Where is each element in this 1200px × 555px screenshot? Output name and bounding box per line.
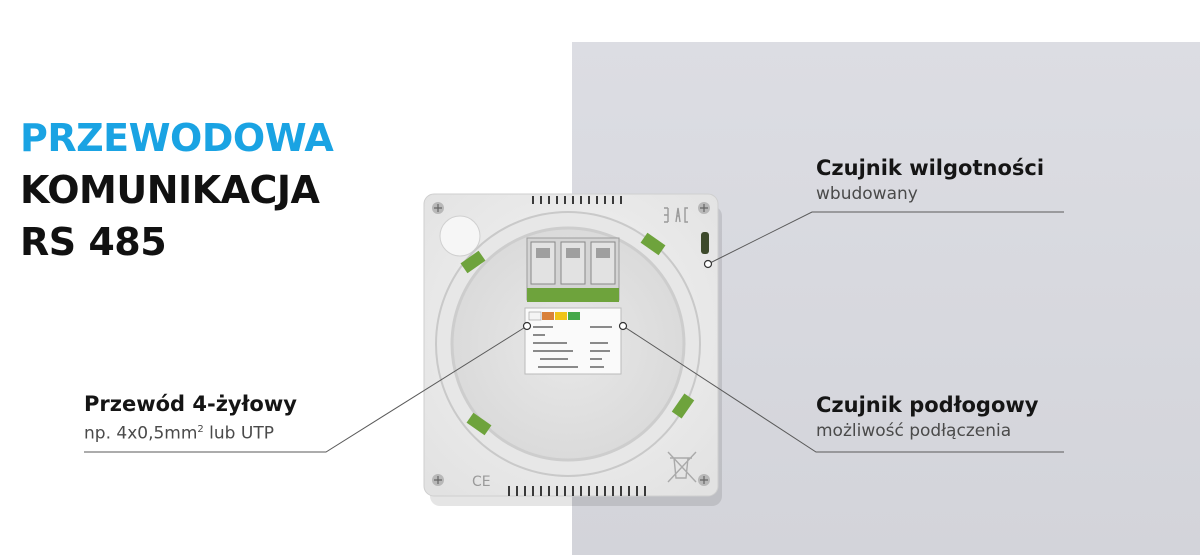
- headline-line-1: PRZEWODOWA: [20, 116, 334, 160]
- ring-clips: [460, 232, 695, 436]
- humidity-sensor-slot: [701, 232, 709, 254]
- callout-line-humidity: [707, 211, 1064, 265]
- screw-bottom-left: [432, 474, 444, 486]
- callout-line-cable: [84, 325, 528, 453]
- callout-cable-subtitle: np. 4x0,5mm2 lub UTP: [84, 418, 297, 446]
- bottom-vents: [508, 486, 646, 496]
- ce-mark: CE: [472, 474, 491, 490]
- callout-cable-subtitle-suffix: lub UTP: [203, 423, 274, 444]
- eac-mark-icon: [664, 207, 688, 223]
- terminal-block: [526, 237, 620, 302]
- screw-top-left: [432, 202, 444, 214]
- callout-floor-title: Czujnik podłogowy: [816, 393, 1039, 417]
- callout-dot-humidity: [703, 259, 713, 269]
- product-label: [524, 307, 622, 375]
- callout-humidity-sensor: Czujnik wilgotności wbudowany: [816, 154, 1044, 206]
- screw-bottom-right: [698, 474, 710, 486]
- callout-cable-subtitle-prefix: np. 4x0,5mm: [84, 423, 198, 444]
- headline-line-3: RS 485: [20, 220, 167, 264]
- callout-lines: [84, 211, 1064, 453]
- mounting-knob: [439, 215, 481, 257]
- callout-dot-floor: [618, 321, 628, 331]
- callout-line-floor: [622, 325, 1064, 453]
- callout-floor-sensor: Czujnik podłogowy możliwość podłączenia: [816, 391, 1038, 443]
- callout-cable: Przewód 4-żyłowy np. 4x0,5mm2 lub UTP: [84, 390, 297, 446]
- callout-cable-title: Przewód 4-żyłowy: [84, 392, 297, 416]
- headline: PRZEWODOWA KOMUNIKACJA RS 485: [20, 112, 334, 268]
- callout-floor-subtitle: możliwość podłączenia: [816, 421, 1012, 441]
- callout-humidity-subtitle: wbudowany: [816, 184, 918, 204]
- callout-humidity-title: Czujnik wilgotności: [816, 156, 1045, 180]
- callout-cable-subtitle-sup: 2: [197, 424, 204, 435]
- screw-top-right: [698, 202, 710, 214]
- callout-dot-cable: [522, 321, 532, 331]
- weee-bin-icon: [667, 451, 697, 483]
- headline-line-2: KOMUNIKACJA: [20, 168, 320, 212]
- top-vents: [532, 196, 622, 204]
